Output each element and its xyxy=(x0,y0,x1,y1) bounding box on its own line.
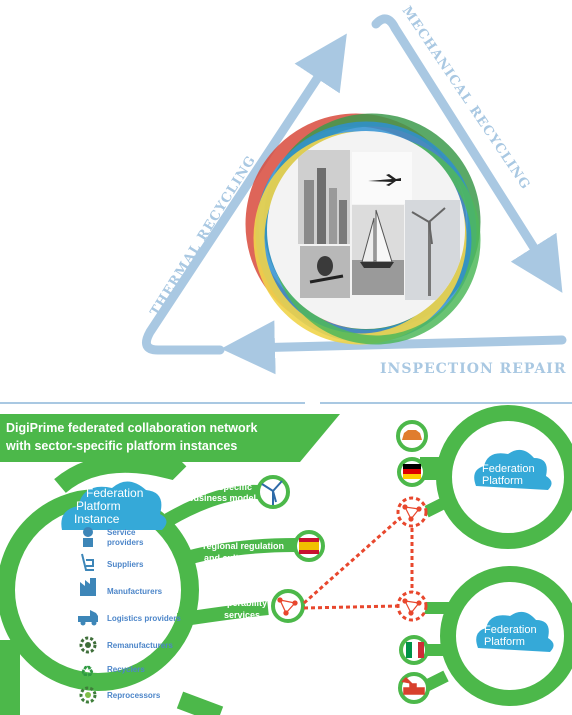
cycle-arrow-bottom xyxy=(221,320,567,375)
actor-suppliers: Suppliers xyxy=(107,560,144,569)
feature-interoperability-line1: Interoperability xyxy=(202,598,267,608)
feature-interoperability: Interoperability services xyxy=(202,589,305,623)
gear-cycle-icon xyxy=(79,686,97,704)
list-item: Suppliers xyxy=(81,553,144,571)
list-item: ♻ Recyclers xyxy=(80,662,145,681)
interoperability-links xyxy=(303,516,414,610)
person-icon xyxy=(83,527,93,537)
actor-manufacturers: Manufacturers xyxy=(107,587,163,596)
actor-remanufacturers: Remanufacturers xyxy=(107,641,173,650)
actor-reprocessors: Reprocessors xyxy=(107,691,161,700)
feature-conformance: Conformance to regional regulation and c… xyxy=(203,529,325,563)
network-title-line1: DigiPrime federated collaboration networ… xyxy=(6,421,257,435)
actor-recyclers: Recyclers xyxy=(107,665,145,674)
federation-node-lower: Federation Platform Instance xyxy=(396,566,572,706)
lower-cloud-line1: Federation xyxy=(484,624,537,636)
cycle-arrow-left xyxy=(141,33,347,355)
list-item: Manufacturers xyxy=(80,578,163,596)
sailboat-photo xyxy=(352,205,404,295)
feature-conformance-line2: regional regulation xyxy=(203,541,284,551)
sector-photo-collage xyxy=(267,131,465,329)
digiprime-network: DigiPrime federated collaboration networ… xyxy=(0,402,572,715)
actor-logistics-providers: Logistics providers xyxy=(107,614,181,623)
network-icon xyxy=(402,504,422,522)
network-icon xyxy=(402,598,422,616)
upper-cloud-line1: Federation xyxy=(482,463,535,475)
spain-flag-icon xyxy=(299,538,319,554)
main-cloud-line1: Federation xyxy=(86,486,143,500)
feature-interoperability-line2: services xyxy=(224,610,260,620)
list-item: Service providers xyxy=(83,527,144,547)
feature-business-model-line2: business model xyxy=(188,493,256,503)
lower-cloud-line3: Instance xyxy=(484,648,526,660)
excavator-icon xyxy=(401,676,425,695)
skier-photo xyxy=(300,246,350,298)
list-item: Logistics providers xyxy=(78,610,181,626)
list-item: Reprocessors xyxy=(79,686,161,704)
truck-icon xyxy=(78,610,98,622)
actor-service-providers-line2: providers xyxy=(107,538,144,547)
actor-service-providers-line1: Service xyxy=(107,528,136,537)
main-cloud-line2: Platform xyxy=(76,499,121,513)
thermal-recycling-label: THERMAL RECYCLING xyxy=(148,153,260,319)
network-title-banner: DigiPrime federated collaboration networ… xyxy=(0,414,340,462)
upper-cloud-line2: Platform xyxy=(482,475,523,487)
list-item: Remanufacturers xyxy=(79,636,173,654)
gear-icon xyxy=(79,636,97,654)
cycle-arrow-right xyxy=(371,14,563,293)
italy-flag-icon xyxy=(406,642,424,658)
main-cloud-line3: Instance xyxy=(74,512,120,526)
recycling-cycle: MECHANICAL RECYCLING THERMAL RECYCLING I… xyxy=(141,4,567,377)
feature-business-model-line1: Sector specific xyxy=(188,482,252,492)
feature-conformance-line3: and cultural norms xyxy=(204,553,285,563)
actor-list: Service providers Suppliers Manufacturer… xyxy=(78,527,181,704)
network-title-line2: with sector-specific platform instances xyxy=(5,439,237,453)
lower-cloud-line2: Platform xyxy=(484,636,525,648)
upper-cloud-line3: Instance xyxy=(482,487,524,499)
car-icon xyxy=(402,430,422,440)
hand-truck-icon xyxy=(81,553,94,571)
skyscraper-photo xyxy=(298,150,350,244)
inspection-repair-label: INSPECTION REPAIR xyxy=(380,361,567,377)
feature-conformance-line1: Conformance to xyxy=(218,529,288,539)
germany-flag-icon xyxy=(403,464,421,479)
federation-node-upper: Federation Platform Instance xyxy=(396,405,572,549)
recycle-icon: ♻ xyxy=(80,662,94,681)
network-icon xyxy=(277,597,298,616)
feature-business-model: Sector specific business model xyxy=(188,475,290,509)
factory-icon xyxy=(80,578,96,596)
airplane-photo xyxy=(352,152,412,204)
wind-turbine-icon xyxy=(261,480,283,505)
main-federation-cloud: Federation Platform Instance xyxy=(61,481,167,530)
